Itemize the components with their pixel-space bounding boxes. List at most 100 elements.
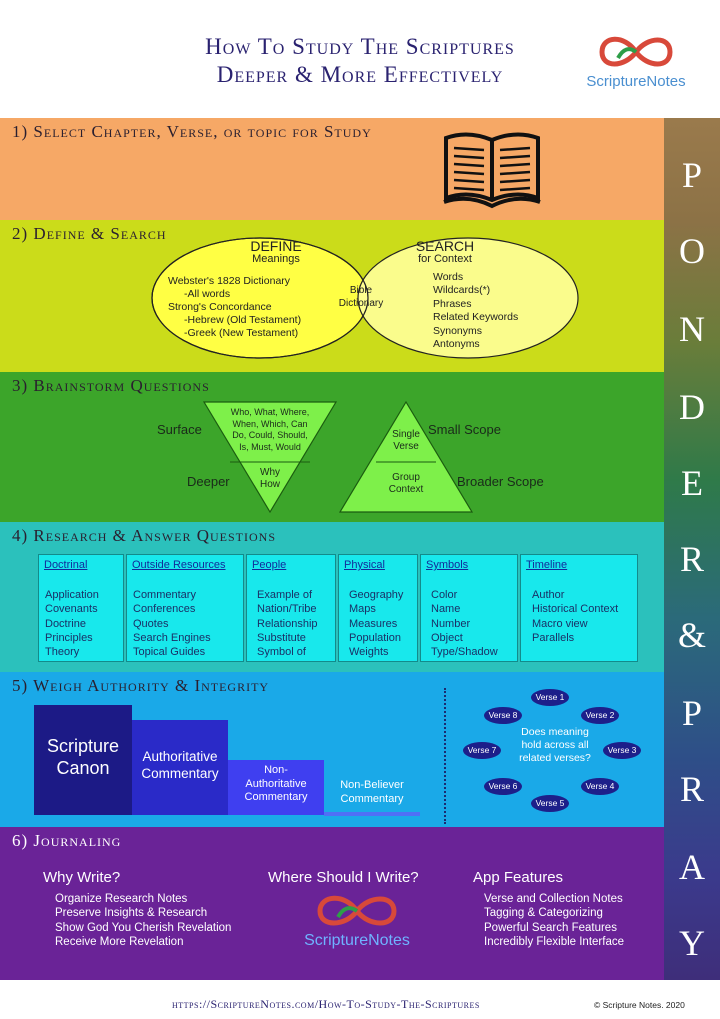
header: How To Study The Scriptures Deeper & Mor…: [0, 0, 720, 118]
center-line: Dictionary: [338, 298, 384, 309]
pyramid-top-line: Verse: [393, 441, 419, 452]
box-items: Commentary Conferences Quotes Search Eng…: [133, 588, 211, 659]
app-features-title: App Features: [473, 869, 564, 886]
box-heading: Physical: [344, 559, 385, 571]
side-letter: P: [681, 693, 703, 733]
venn-diagram: [151, 237, 579, 359]
section-title: 4) Research & Answer Questions: [12, 526, 277, 545]
infinity-logo-icon: ScriptureNotes: [586, 36, 686, 90]
question-line: Does meaning: [521, 726, 589, 738]
side-letter: D: [679, 387, 705, 427]
box-items: Author Historical Context Macro view Par…: [532, 588, 618, 645]
box-heading: Symbols: [426, 559, 469, 571]
box-item: Color: [431, 589, 458, 601]
research-box-timeline: Timeline Author Historical Context Macro…: [520, 554, 638, 662]
footer-copyright: © Scripture Notes. 2020: [594, 1000, 685, 1010]
step-line: Authoritative: [142, 749, 218, 764]
deeper-label: Deeper: [187, 474, 230, 489]
box-item: Search Engines: [133, 631, 211, 644]
question-line: Is, Must, Would: [239, 441, 301, 452]
section-title: 3) Brainstorm Questions: [12, 376, 210, 395]
box-item: Author: [532, 589, 565, 601]
verse-oval-8: Verse 8: [484, 707, 522, 724]
step-line: Non-: [264, 764, 288, 776]
scripturenotes-logo-large: ScriptureNotes: [304, 895, 410, 949]
define-item: -Hebrew (Old Testament): [184, 314, 302, 326]
side-letter: R: [679, 539, 704, 579]
side-letter: P: [681, 155, 703, 195]
verse-oval-2: Verse 2: [581, 707, 619, 724]
section-title: 6) Journaling: [12, 831, 122, 850]
why-item: Organize Research Notes: [55, 893, 188, 905]
footer-url[interactable]: https://ScriptureNotes.com/How-To-Study-…: [172, 997, 480, 1011]
box-item: Type/Shadow: [431, 646, 498, 659]
step-line: Non-Believer: [340, 779, 404, 791]
box-item: Principles: [45, 631, 93, 644]
research-box-people: People Example of Nation/Tribe Relations…: [246, 554, 336, 662]
small-scope-label: Small Scope: [428, 422, 501, 437]
question-line: Who, What, Where,: [230, 407, 310, 417]
app-feature: Powerful Search Features: [484, 921, 617, 934]
question-words: Who, What, Where, When, Which, Can Do, C…: [214, 407, 326, 453]
box-item: Conferences: [133, 603, 196, 616]
verse-oval-5: Verse 5: [531, 795, 569, 812]
section-research: 4) Research & Answer Questions Doctrinal…: [0, 522, 664, 672]
side-letter: N: [679, 309, 705, 349]
box-item: Population: [349, 631, 401, 644]
step-line: Commentary: [340, 793, 404, 805]
box-item: Maps: [349, 603, 376, 616]
scripturenotes-logo: ScriptureNotes: [584, 30, 688, 94]
box-heading: Outside Resources: [132, 559, 226, 571]
question-line: hold across all: [521, 739, 589, 751]
pyramid-top-line: Single: [392, 429, 420, 440]
step-non-believer: Non-Believer Commentary: [324, 778, 420, 806]
box-item: Commentary: [133, 589, 196, 601]
search-item: Words: [433, 271, 464, 283]
define-item: -All words: [184, 288, 231, 300]
search-title: SEARCH: [415, 238, 475, 254]
step-non-believer-bar: [324, 812, 420, 816]
why-write-title: Why Write?: [43, 869, 121, 886]
research-box-physical: Physical Geography Maps Measures Populat…: [338, 554, 418, 662]
search-item: Wildcards(*): [433, 284, 491, 297]
step-authoritative: Authoritative Commentary: [132, 720, 228, 815]
pyramid-bottom-line: Group: [392, 472, 420, 483]
section-title: 1) Select Chapter, Verse, or topic for S…: [12, 122, 372, 141]
research-box-doctrinal: Doctrinal Application Covenants Doctrine…: [38, 554, 124, 662]
section-title: 2) Define & Search: [12, 224, 167, 243]
box-item: Weights: [349, 646, 389, 659]
side-letter: O: [679, 231, 705, 271]
box-item: Name: [431, 603, 461, 616]
section-title: 5) Weigh Authority & Integrity: [12, 676, 270, 695]
verse-oval-1: Verse 1: [531, 689, 569, 706]
box-item: Application: [45, 589, 99, 601]
search-item: Antonyms: [433, 338, 480, 351]
box-item: Substitute: [257, 631, 306, 644]
verse-oval-6: Verse 6: [484, 778, 522, 795]
why-how: Why How: [240, 467, 300, 491]
bible-dictionary-label: Bible Dictionary: [326, 284, 396, 310]
broader-scope-label: Broader Scope: [457, 474, 544, 489]
box-item: Historical Context: [532, 603, 619, 616]
center-line: Bible: [349, 285, 373, 296]
verse-oval-4: Verse 4: [581, 778, 619, 795]
page-title-line2: Deeper & More Effectively: [216, 62, 504, 87]
search-item: Phrases: [433, 297, 472, 310]
search-circle: [357, 237, 579, 359]
section-select: 1) Select Chapter, Verse, or topic for S…: [0, 118, 664, 220]
step-line: Commentary: [244, 791, 308, 803]
logo-text: ScriptureNotes: [304, 932, 410, 949]
box-items: Color Name Number Object Type/Shadow: [431, 588, 498, 659]
box-item: Doctrine: [45, 617, 86, 630]
where-write-title: Where Should I Write?: [268, 869, 419, 886]
box-item: Parallels: [532, 631, 575, 644]
define-subtitle: Meanings: [252, 253, 300, 265]
footer: https://ScriptureNotes.com/How-To-Study-…: [0, 980, 720, 1019]
box-item: Relationship: [257, 617, 318, 630]
box-items: Example of Nation/Tribe Relationship Sub…: [257, 588, 318, 659]
step-line: Commentary: [141, 766, 219, 781]
search-item: Related Keywords: [433, 311, 519, 324]
why-item: Show God You Cherish Revelation: [55, 921, 232, 934]
why-write-list: Organize Research Notes Preserve Insight…: [55, 892, 231, 949]
define-item: Strong's Concordance: [168, 301, 272, 313]
